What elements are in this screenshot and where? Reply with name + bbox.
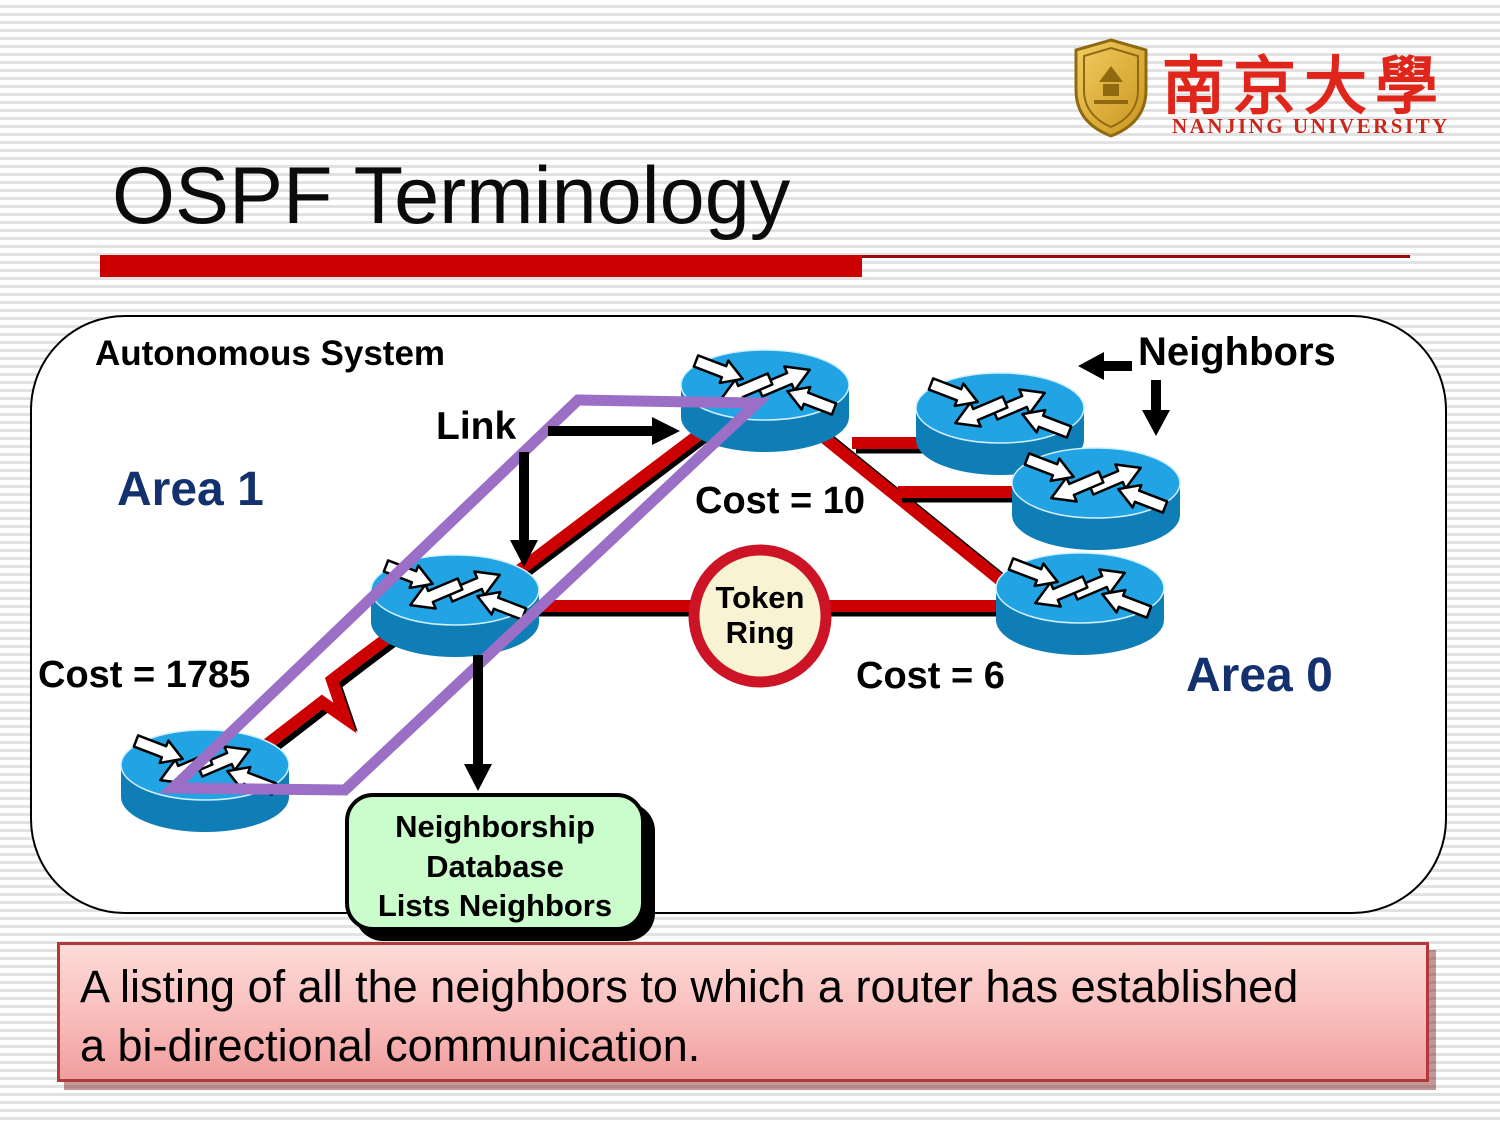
definition-line2: a bi-directional communication. [80,1020,701,1072]
token-ring-label: Token Ring [690,580,830,650]
area0-label: Area 0 [1186,649,1333,702]
slide-title: OSPF Terminology [112,151,791,241]
definition-callout: A listing of all the neighbors to which … [57,942,1429,1082]
cost-serial-label: Cost = 1785 [38,654,251,696]
university-chinese-name: 南京大學 [1162,52,1446,122]
autonomous-system-label: Autonomous System [95,334,446,373]
university-shield-logo [1074,38,1148,138]
token-ring-label-line1: Token [715,580,805,615]
title-underline-bar [100,255,862,277]
token-ring-label-line2: Ring [725,614,795,650]
neighborship-database-box: Neighborship Database Lists Neighbors [345,793,645,931]
university-english-name: NANJING UNIVERSITY [1172,114,1450,138]
neighborship-box-line2: Database [426,848,564,884]
neighbors-label: Neighbors [1138,330,1336,374]
cost-token-label: Cost = 6 [856,655,1005,697]
neighborship-box-line3: Lists Neighbors [377,888,613,924]
neighborship-box-line1: Neighborship [395,809,595,844]
definition-line1: A listing of all the neighbors to which … [80,961,1299,1012]
area1-label: Area 1 [117,463,264,516]
title-underline-thin-line [862,255,1410,258]
cost-backbone-label: Cost = 10 [695,480,866,522]
link-label: Link [436,405,517,448]
